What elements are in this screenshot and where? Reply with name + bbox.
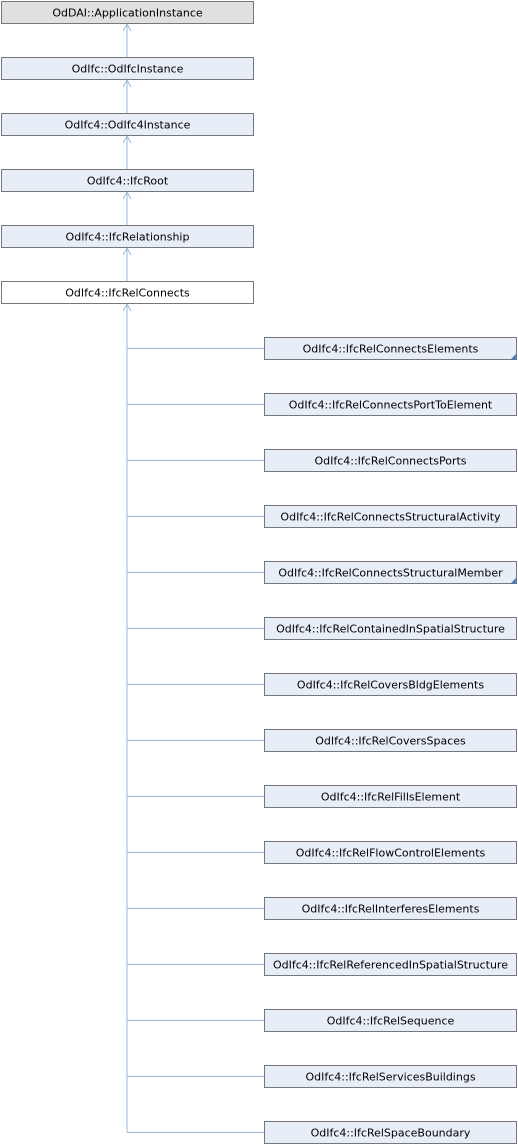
class-node-child-12-box [264, 1009, 517, 1032]
class-node-ancestor-2-box [1, 113, 254, 136]
class-node-child-12[interactable]: OdIfc4::IfcRelSequence [264, 1009, 517, 1032]
class-node-child-11-box [264, 953, 517, 976]
class-node-current-box [1, 281, 254, 304]
class-node-child-1[interactable]: OdIfc4::IfcRelConnectsPortToElement [264, 393, 517, 416]
class-node-child-4-label: OdIfc4::IfcRelConnectsStructuralMember [278, 567, 503, 580]
class-node-child-10[interactable]: OdIfc4::IfcRelInterferesElements [264, 897, 517, 920]
class-node-ancestor-1[interactable]: OdIfc::OdIfcInstance [1, 57, 254, 80]
class-node-ancestor-3-label: OdIfc4::IfcRoot [87, 175, 169, 188]
class-node-child-5-label: OdIfc4::IfcRelContainedInSpatialStructur… [276, 623, 505, 636]
class-node-ancestor-4-box [1, 225, 254, 248]
class-node-child-11-label: OdIfc4::IfcRelReferencedInSpatialStructu… [273, 959, 508, 972]
class-node-child-5-box [264, 617, 517, 640]
class-node-child-3-box [264, 505, 517, 528]
class-node-ancestor-0-box [1, 1, 254, 24]
class-node-child-8[interactable]: OdIfc4::IfcRelFillsElement [264, 785, 517, 808]
class-node-ancestor-4-label: OdIfc4::IfcRelationship [66, 231, 190, 244]
class-node-child-13-box [264, 1065, 517, 1088]
class-node-child-8-box [264, 785, 517, 808]
class-node-child-7[interactable]: OdIfc4::IfcRelCoversSpaces [264, 729, 517, 752]
class-node-child-9[interactable]: OdIfc4::IfcRelFlowControlElements [264, 841, 517, 864]
more-subclasses-marker-icon [510, 577, 517, 584]
class-node-child-1-label: OdIfc4::IfcRelConnectsPortToElement [289, 399, 493, 412]
class-node-child-0-box [264, 337, 517, 360]
class-node-child-2-box [264, 449, 517, 472]
class-node-ancestor-3[interactable]: OdIfc4::IfcRoot [1, 169, 254, 192]
class-node-child-4[interactable]: OdIfc4::IfcRelConnectsStructuralMember [264, 561, 517, 584]
class-node-child-14-label: OdIfc4::IfcRelSpaceBoundary [311, 1127, 471, 1140]
class-node-ancestor-0-label: OdDAI::ApplicationInstance [52, 7, 203, 20]
class-node-child-3-label: OdIfc4::IfcRelConnectsStructuralActivity [280, 511, 501, 524]
class-node-child-11[interactable]: OdIfc4::IfcRelReferencedInSpatialStructu… [264, 953, 517, 976]
class-node-ancestor-2-label: OdIfc4::OdIfc4Instance [65, 119, 191, 132]
class-node-ancestor-1-box [1, 57, 254, 80]
class-node-child-0-label: OdIfc4::IfcRelConnectsElements [303, 343, 479, 356]
class-node-child-4-box [264, 561, 517, 584]
class-node-child-9-label: OdIfc4::IfcRelFlowControlElements [296, 847, 486, 860]
more-subclasses-marker-icon [510, 353, 517, 360]
class-node-ancestor-1-label: OdIfc::OdIfcInstance [72, 63, 184, 76]
class-node-ancestor-2[interactable]: OdIfc4::OdIfc4Instance [1, 113, 254, 136]
class-node-current[interactable]: OdIfc4::IfcRelConnects [1, 281, 254, 304]
class-node-ancestor-3-box [1, 169, 254, 192]
class-node-ancestor-0[interactable]: OdDAI::ApplicationInstance [1, 1, 254, 24]
class-node-child-6-box [264, 673, 517, 696]
class-node-child-0[interactable]: OdIfc4::IfcRelConnectsElements [264, 337, 517, 360]
class-node-child-10-box [264, 897, 517, 920]
class-node-child-3[interactable]: OdIfc4::IfcRelConnectsStructuralActivity [264, 505, 517, 528]
class-node-child-2-label: OdIfc4::IfcRelConnectsPorts [314, 455, 466, 468]
class-node-child-12-label: OdIfc4::IfcRelSequence [327, 1015, 455, 1028]
class-node-child-1-box [264, 393, 517, 416]
inheritance-edges [122, 22, 264, 1133]
class-node-child-13[interactable]: OdIfc4::IfcRelServicesBuildings [264, 1065, 517, 1088]
class-node-child-10-label: OdIfc4::IfcRelInterferesElements [302, 903, 480, 916]
class-node-child-14[interactable]: OdIfc4::IfcRelSpaceBoundary [264, 1121, 517, 1144]
class-node-child-7-box [264, 729, 517, 752]
class-node-child-13-label: OdIfc4::IfcRelServicesBuildings [305, 1071, 475, 1084]
class-node-child-5[interactable]: OdIfc4::IfcRelContainedInSpatialStructur… [264, 617, 517, 640]
class-node-child-8-label: OdIfc4::IfcRelFillsElement [321, 791, 461, 804]
class-node-child-6[interactable]: OdIfc4::IfcRelCoversBldgElements [264, 673, 517, 696]
class-node-ancestor-4[interactable]: OdIfc4::IfcRelationship [1, 225, 254, 248]
class-node-current-label: OdIfc4::IfcRelConnects [65, 287, 190, 300]
class-node-child-9-box [264, 841, 517, 864]
class-node-child-2[interactable]: OdIfc4::IfcRelConnectsPorts [264, 449, 517, 472]
class-node-child-6-label: OdIfc4::IfcRelCoversBldgElements [297, 679, 484, 692]
class-node-child-7-label: OdIfc4::IfcRelCoversSpaces [315, 735, 466, 748]
